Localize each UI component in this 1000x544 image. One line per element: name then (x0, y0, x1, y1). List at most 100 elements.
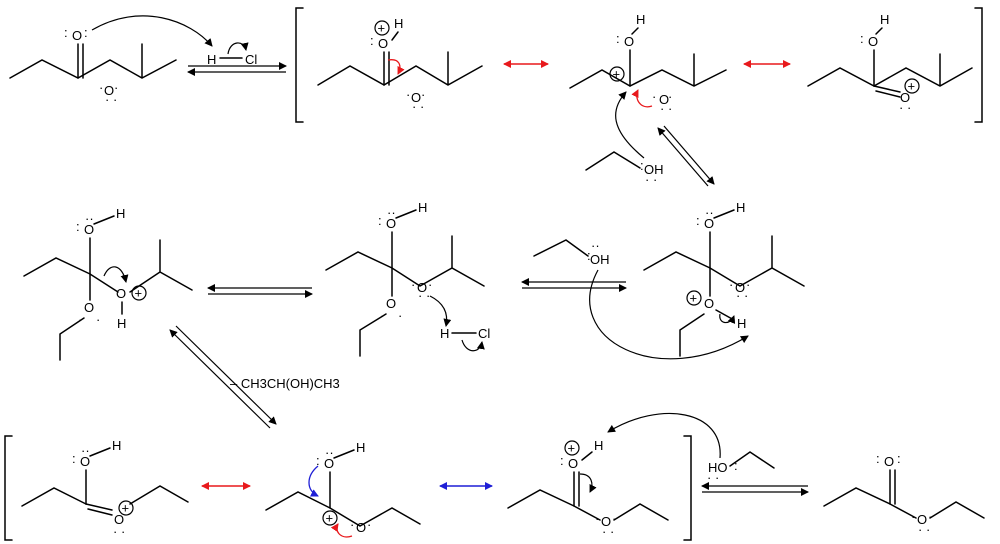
svg-text:·: · (411, 277, 415, 292)
svg-text:··: ·· (387, 205, 396, 220)
equilibrium-arrow (207, 284, 313, 298)
svg-text:O: O (84, 300, 94, 315)
svg-text:+: + (613, 67, 621, 82)
svg-text:H: H (356, 440, 365, 455)
svg-text:·: · (99, 80, 103, 95)
protonated-ester-a: O : + H O ·· · · (317, 16, 483, 114)
svg-text:Cl: Cl (245, 52, 257, 67)
svg-text:·: · (350, 517, 354, 532)
starting-ester: O :: O ·· · · (9, 25, 177, 107)
equilibrium-arrow (521, 278, 627, 292)
svg-text::: : (616, 31, 620, 46)
svg-text:H: H (112, 438, 121, 453)
svg-text:O: O (735, 280, 745, 295)
svg-text:· ·: · · (899, 100, 911, 115)
svg-text::: : (876, 451, 880, 466)
ethanol-nucleophile: OH : · · (585, 91, 664, 187)
ethanol-base-2: HO · · : (607, 413, 775, 485)
svg-text:+: + (122, 501, 130, 516)
svg-text:H: H (736, 200, 745, 215)
svg-text::: : (560, 453, 564, 468)
svg-text:H: H (117, 316, 126, 331)
curved-arrow (91, 15, 213, 47)
svg-text:H: H (116, 206, 125, 221)
svg-text:+: + (378, 21, 386, 36)
svg-text:·: · (421, 87, 425, 102)
svg-text:O: O (378, 36, 388, 51)
svg-text:O: O (324, 456, 334, 471)
svg-text:H: H (418, 200, 427, 215)
svg-text:O: O (568, 456, 578, 471)
svg-text:+: + (908, 79, 916, 94)
svg-text:H: H (594, 438, 603, 453)
svg-text::: : (696, 213, 700, 228)
svg-text::: : (640, 158, 644, 173)
svg-text::: : (860, 31, 864, 46)
svg-text:H: H (880, 12, 889, 27)
protonated-ethyl-ester-c: O :·· H O + · · (21, 438, 189, 539)
svg-text:O: O (624, 34, 634, 49)
equilibrium-arrow (187, 62, 287, 76)
svg-text:OH: OH (590, 252, 610, 267)
protonated-ester-c: O : H O + · · (807, 12, 973, 115)
svg-text:·: · (652, 89, 656, 104)
svg-text::: : (84, 25, 88, 40)
svg-text:Cl: Cl (478, 326, 490, 341)
svg-text:H: H (440, 326, 449, 341)
svg-text:O: O (704, 216, 714, 231)
svg-text:·: · (398, 308, 402, 323)
svg-text:·: · (928, 509, 932, 524)
svg-text:·: · (406, 87, 410, 102)
svg-text:·: · (367, 517, 371, 532)
svg-text::: : (64, 25, 68, 40)
byproduct-label: – CH3CH(OH)CH3 (230, 376, 340, 391)
svg-text:·: · (612, 511, 616, 526)
svg-text:· ·: · · (113, 524, 125, 539)
svg-text:O: O (386, 216, 396, 231)
svg-text:· ·: · · (660, 101, 672, 116)
svg-text:·: · (911, 509, 915, 524)
svg-text::: : (378, 213, 382, 228)
svg-text:·: · (428, 277, 432, 292)
right-bracket (974, 7, 983, 123)
product-ethyl-ester: O :: O ·· · · (823, 451, 985, 537)
svg-text:· ·: · · (105, 92, 117, 107)
svg-text:··: ·· (591, 238, 600, 253)
svg-text:· ·: · · (645, 172, 657, 187)
protonated-ethyl-ester-a: O : + H O ·· · · (507, 438, 669, 539)
svg-text:O: O (900, 90, 910, 105)
svg-text:·: · (668, 89, 672, 104)
svg-text::: : (76, 219, 80, 234)
svg-text:HO: HO (708, 460, 728, 475)
svg-text:O: O (114, 512, 124, 527)
svg-text:O: O (884, 454, 894, 469)
svg-text:O: O (80, 454, 90, 469)
protonated-ester-b: O : H + O ·· · · (569, 12, 727, 116)
svg-text:+: + (135, 286, 143, 301)
svg-text:O: O (411, 90, 421, 105)
svg-text::: : (72, 451, 76, 466)
svg-text:· ·: · · (707, 470, 719, 485)
svg-text:·: · (595, 511, 599, 526)
equilibrium-arrow (169, 325, 277, 429)
ethanol-base: OH : ·· (533, 238, 749, 360)
equilibrium-arrow (657, 125, 715, 187)
svg-text::: : (897, 451, 901, 466)
svg-text:+: + (326, 511, 334, 526)
svg-text:· ·: · · (418, 288, 430, 303)
svg-text:··: ·· (325, 445, 334, 460)
svg-text:··: ·· (85, 211, 94, 226)
svg-text:·: · (78, 312, 82, 327)
carbonyl-oxygen: O (72, 28, 82, 43)
svg-text:O: O (386, 296, 396, 311)
svg-text:O: O (704, 296, 714, 311)
svg-text:H: H (636, 12, 645, 27)
protonated-ethyl-ester-b: O :·· H + O ·· (265, 440, 421, 538)
svg-text:O: O (84, 222, 94, 237)
svg-text:H: H (394, 16, 403, 31)
tetrahedral-intermediate-c: O :·· H O ·· · · O + H (643, 200, 805, 357)
svg-text:O: O (868, 34, 878, 49)
left-bracket (295, 7, 304, 123)
svg-text:·: · (96, 312, 100, 327)
